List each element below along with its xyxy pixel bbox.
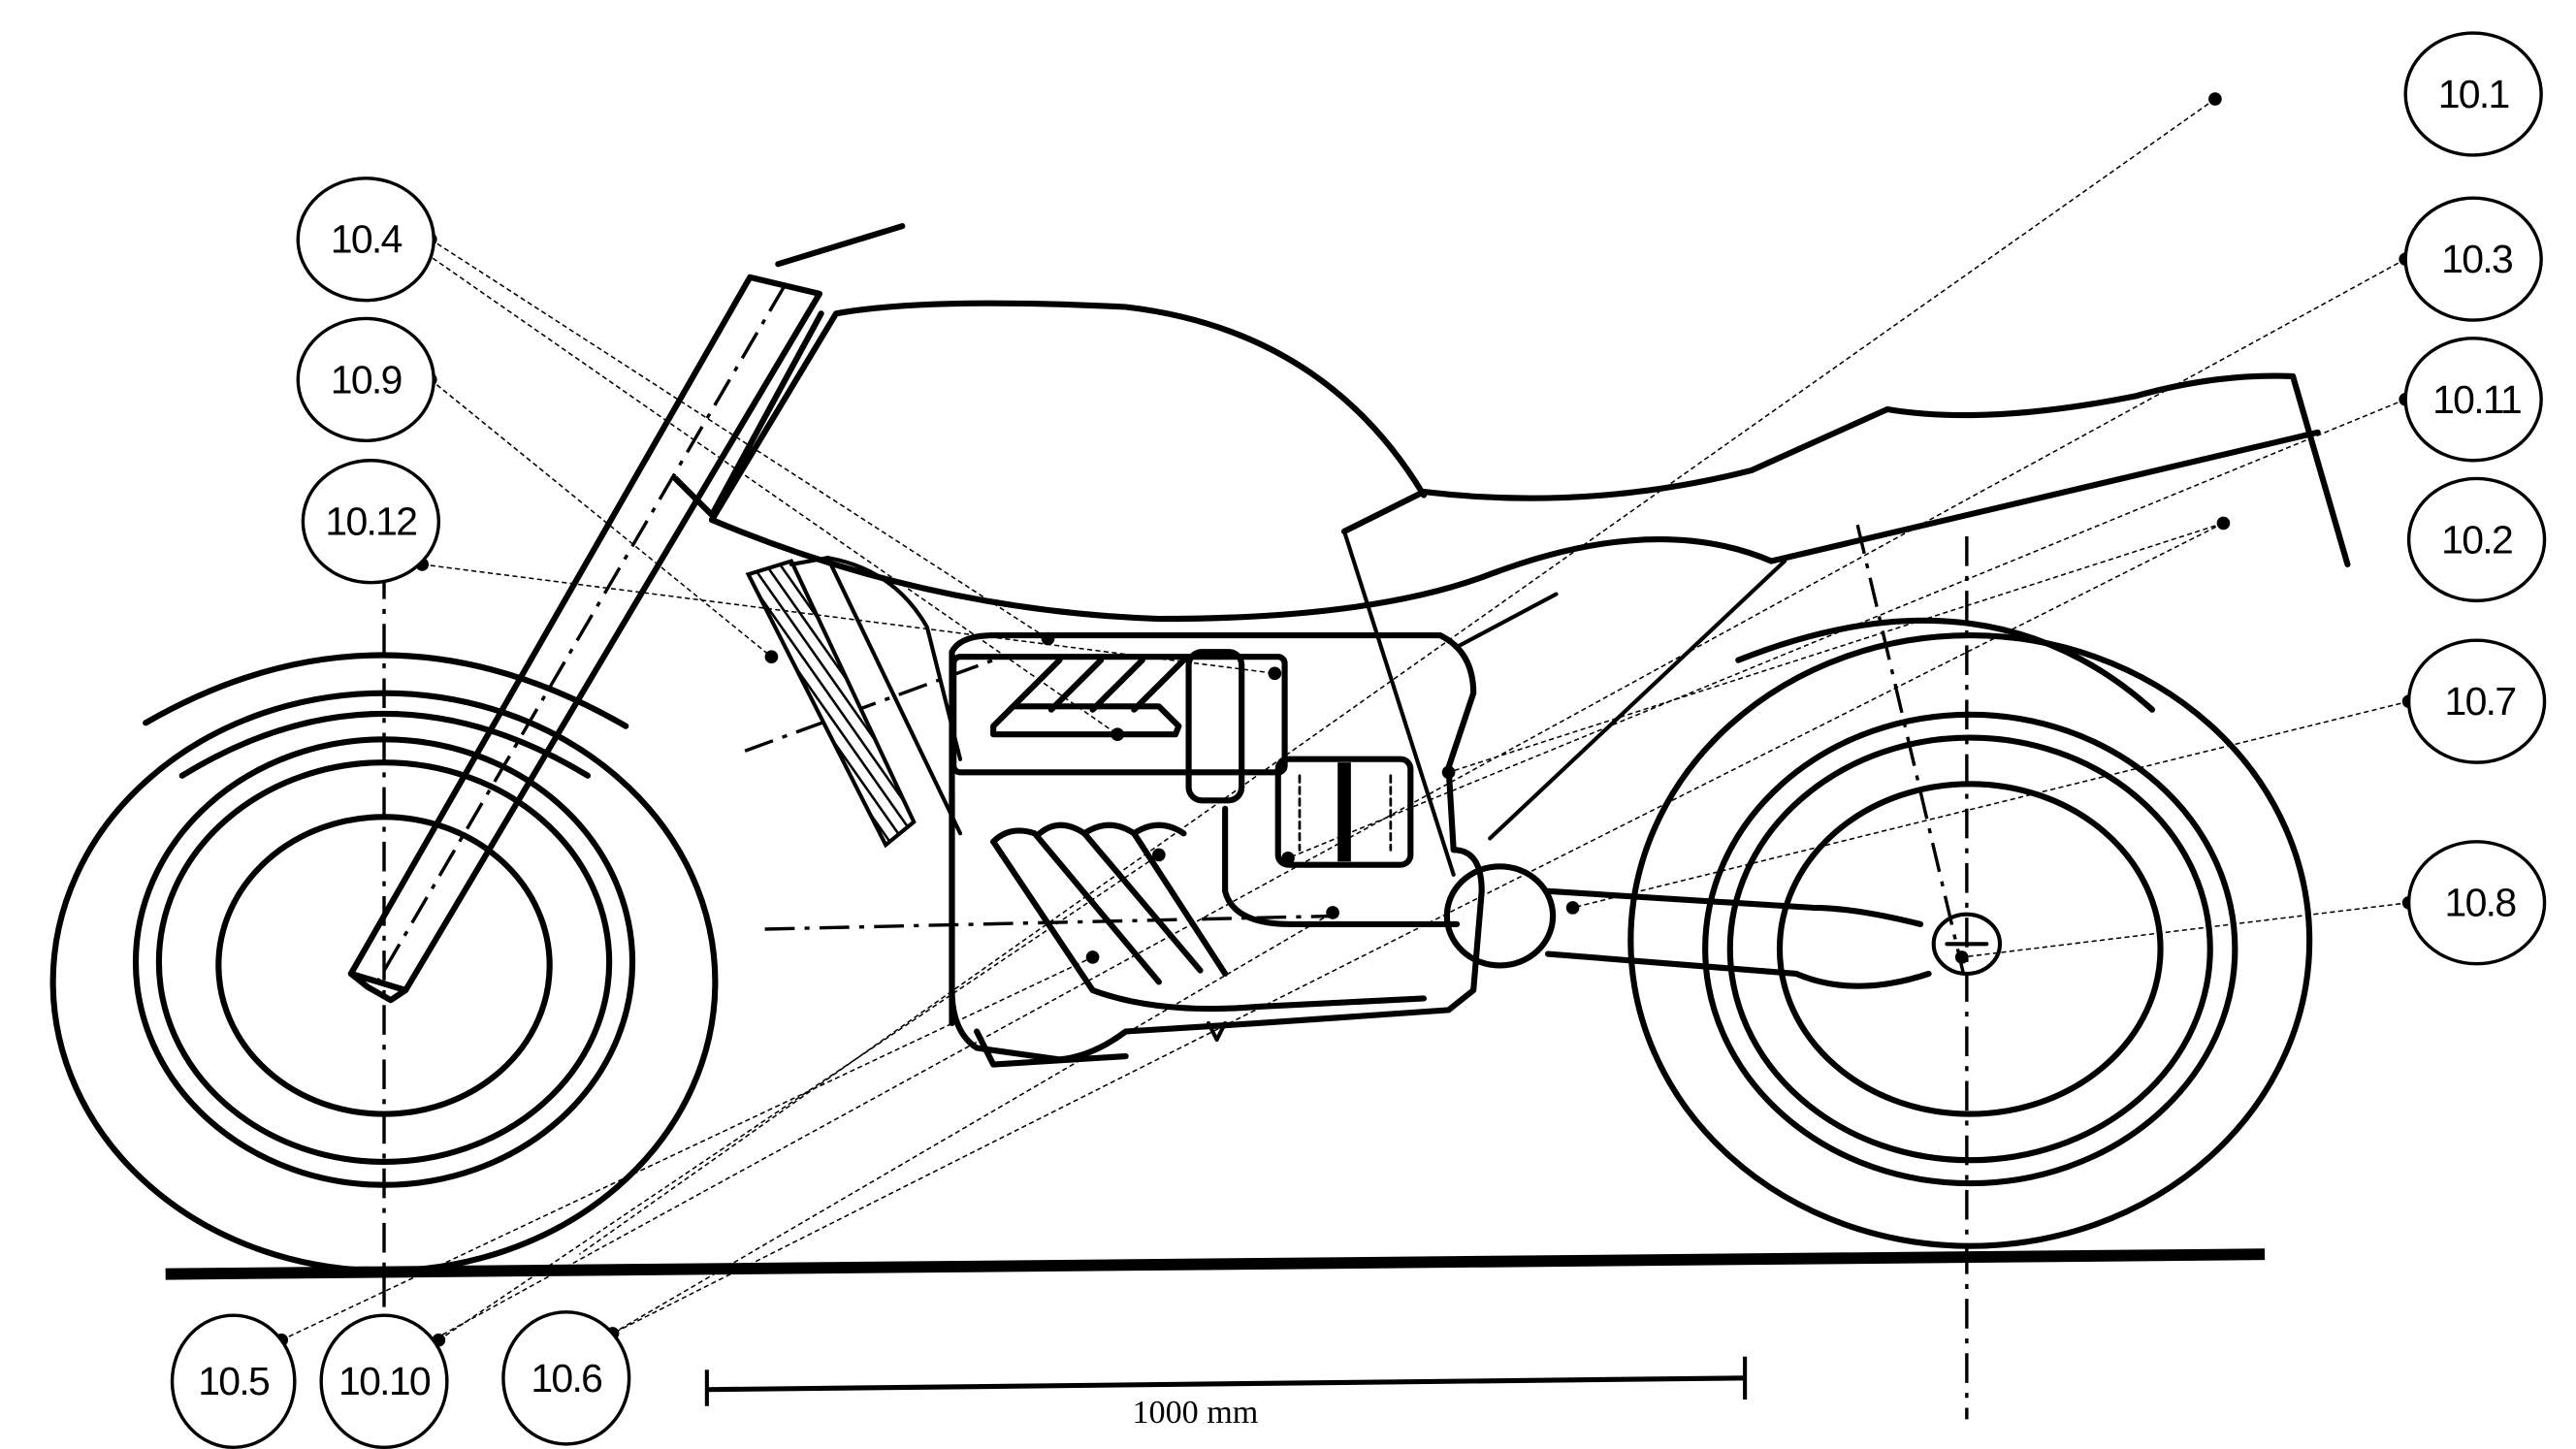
engine (949, 632, 1485, 1068)
callout-10-9: 10.9 (296, 316, 435, 443)
callout-10-8: 10.8 (2406, 840, 2547, 966)
callout-10-5: 10.5 (170, 1313, 297, 1449)
svg-text:10.12: 10.12 (325, 499, 416, 544)
callout-10-4: 10.4 (296, 177, 435, 303)
callout-10-3: 10.3 (2403, 196, 2543, 322)
callout-10-6: 10.6 (501, 1310, 631, 1446)
svg-text:10.5: 10.5 (198, 1359, 270, 1403)
fuel-tank (708, 300, 1428, 524)
svg-text:10.3: 10.3 (2441, 237, 2512, 281)
crank-axis (764, 914, 1338, 931)
swingarm (1443, 863, 1932, 989)
callout-10-11: 10.11 (2403, 337, 2543, 463)
callout-10-7: 10.7 (2406, 638, 2547, 764)
seat-and-tail (708, 372, 2351, 877)
svg-text:10.1: 10.1 (2438, 72, 2509, 116)
svg-text:10.10: 10.10 (338, 1359, 431, 1403)
ground-line (165, 1248, 2266, 1280)
scale-bar-label: 1000 mm (1132, 1395, 1258, 1431)
svg-text:10.11: 10.11 (2432, 377, 2521, 422)
leader-lines (280, 98, 2409, 1341)
svg-text:10.2: 10.2 (2441, 517, 2512, 562)
radiator (745, 556, 963, 849)
scale-bar: 1000 mm (704, 1356, 1748, 1431)
callout-10-1: 10.1 (2403, 31, 2543, 157)
svg-text:10.7: 10.7 (2445, 679, 2516, 724)
callout-10-10: 10.10 (319, 1313, 449, 1449)
shock-axis (1855, 524, 1966, 975)
callout-10-12: 10.12 (301, 459, 441, 585)
svg-text:10.4: 10.4 (331, 217, 402, 262)
rear-wheel (1627, 617, 2313, 1249)
gearbox (1274, 756, 1414, 868)
callout-10-2: 10.2 (2406, 476, 2547, 603)
svg-text:10.6: 10.6 (531, 1356, 601, 1401)
svg-text:10.8: 10.8 (2445, 881, 2516, 925)
svg-text:10.9: 10.9 (331, 357, 402, 402)
